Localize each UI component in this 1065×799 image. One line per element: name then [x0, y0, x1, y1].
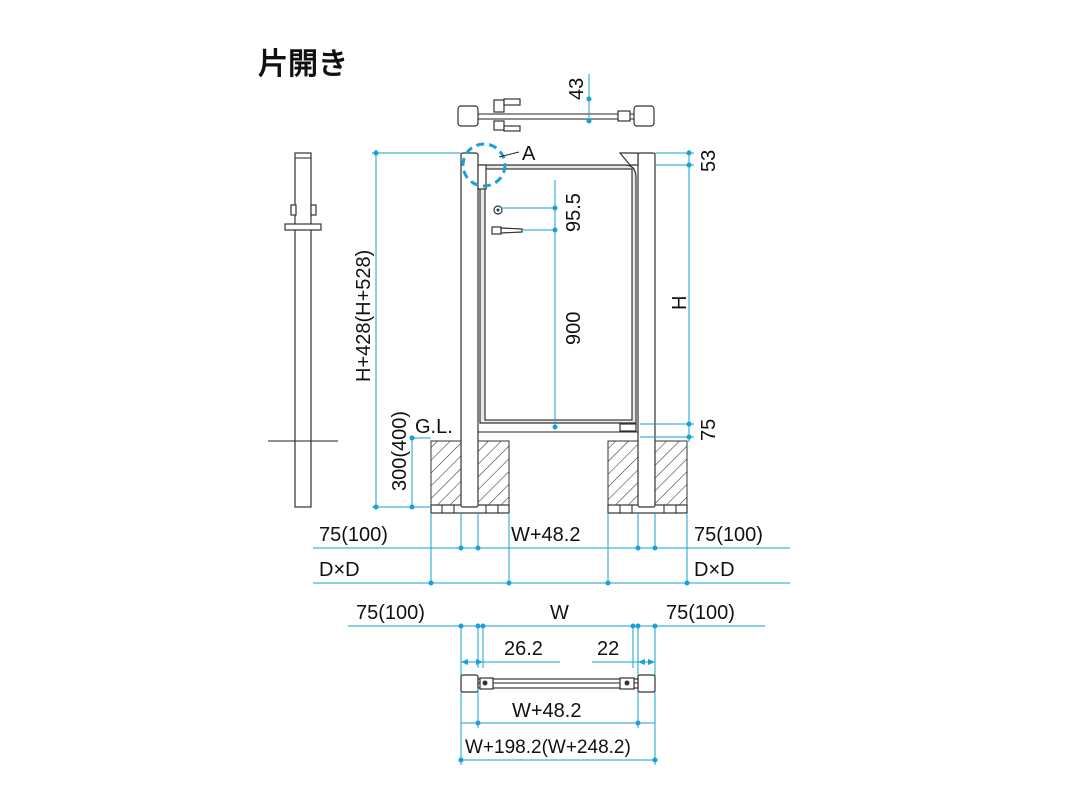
dim-900: 900: [563, 312, 585, 345]
dim-overall-height: H+428(H+528): [353, 250, 375, 382]
dim-embed-depth: 300(400): [389, 411, 411, 491]
dim-post-left: 75(100): [319, 524, 388, 546]
post-right: [637, 152, 656, 508]
plan-dim-w-48-2: W+48.2: [512, 700, 581, 722]
side-view-post: [268, 152, 338, 508]
plan-dim-post-right: 75(100): [666, 602, 735, 624]
dim-opening: W+48.2: [511, 524, 580, 546]
gate-handle: [491, 226, 502, 235]
plan-dim-w: W: [550, 602, 569, 624]
dim-footing-left: D×D: [319, 559, 360, 581]
elevation-horizontal-dims: 75(100) W+48.2 75(100) D×D D×D: [313, 514, 790, 586]
dim-footing-right: D×D: [694, 559, 735, 581]
dim-95-5: 95.5: [563, 193, 585, 232]
dim-post-right: 75(100): [694, 524, 763, 546]
detail-a-marker: [461, 142, 507, 188]
dim-43: 43: [566, 78, 588, 100]
label-gl: G.L.: [415, 416, 453, 438]
plan-post-right: [637, 674, 656, 693]
label-a: A: [522, 143, 536, 165]
plan-dim-26-2: 26.2: [504, 638, 543, 660]
plan-dim-total: W+198.2(W+248.2): [465, 737, 631, 758]
dim-h: H: [669, 296, 691, 310]
bottom-plan-view: 75(100) W 75(100) 26.2 22 W+48.2 W+198.2…: [348, 602, 765, 765]
top-plan-view: 43: [457, 74, 655, 132]
plan-dim-22: 22: [597, 638, 619, 660]
page-title: 片開き: [258, 47, 348, 82]
dim-53: 53: [698, 150, 720, 172]
plan-post-left: [460, 674, 479, 693]
front-elevation: A G.L. 95.5 900 53 H 75 H+428(H+528): [353, 142, 720, 514]
dim-75: 75: [698, 419, 720, 441]
post-left: [460, 152, 479, 508]
plan-dim-post-left: 75(100): [356, 602, 425, 624]
